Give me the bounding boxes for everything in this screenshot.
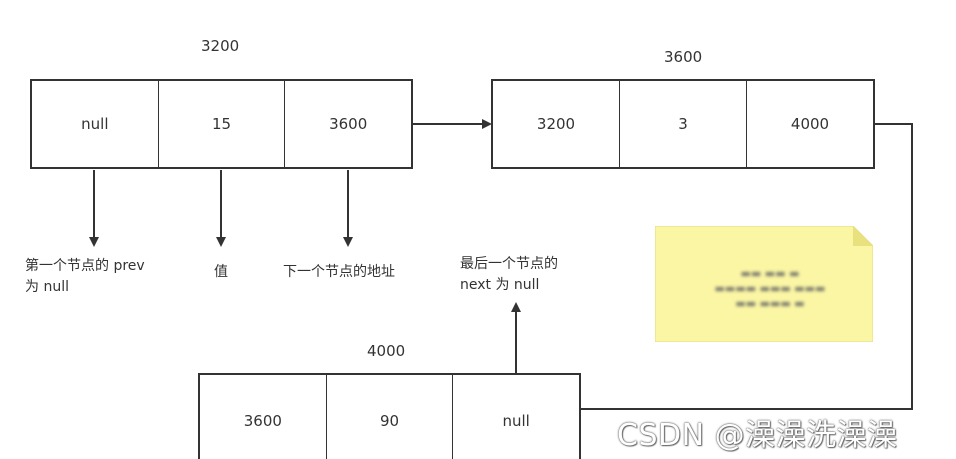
node-2: 3200 3 4000 [491,79,875,169]
node-1-address: 3200 [201,37,240,55]
label-next-address: 下一个节点的地址 [283,264,395,280]
node-1: null 15 3600 [30,79,413,169]
node-3-next-cell: null [452,375,579,459]
node-2-prev-cell: 3200 [536,115,576,133]
node-3-address: 4000 [367,342,406,360]
label-first-prev-line2: 为 null [25,279,69,295]
label-last-next-line2: next 为 null [460,277,540,293]
sticky-note: ▬▬ ▬▬ ▬▬▬▬▬ ▬▬▬ ▬▬▬▬▬ ▬▬▬ ▬ [655,226,873,342]
node-2-value-cell: 3 [619,81,746,167]
sticky-note-icon [655,226,873,342]
node-2-address: 3600 [664,48,703,66]
connector-node2-to-node3 [580,123,913,410]
node-2-next-cell: 4000 [746,81,873,167]
node-3: 3600 90 null [198,373,581,459]
node-1-next-cell: 3600 [284,81,411,167]
label-last-next: 最后一个节点的 next 为 null [460,254,558,296]
node-1-prev-cell: null [81,115,109,133]
label-last-next-line1: 最后一个节点的 [460,256,558,272]
node-3-prev-cell: 3600 [243,411,282,430]
label-first-prev: 第一个节点的 prev 为 null [25,256,145,298]
node-3-value-cell: 90 [325,375,453,459]
watermark: CSDN @澡澡洗澡澡 [617,418,898,453]
sticky-note-scribble: ▬▬ ▬▬ ▬▬▬▬▬ ▬▬▬ ▬▬▬▬▬ ▬▬▬ ▬ [714,267,826,310]
label-value: 值 [214,264,228,280]
label-first-prev-line1: 第一个节点的 prev [25,258,145,274]
node-1-value-cell: 15 [157,81,285,167]
